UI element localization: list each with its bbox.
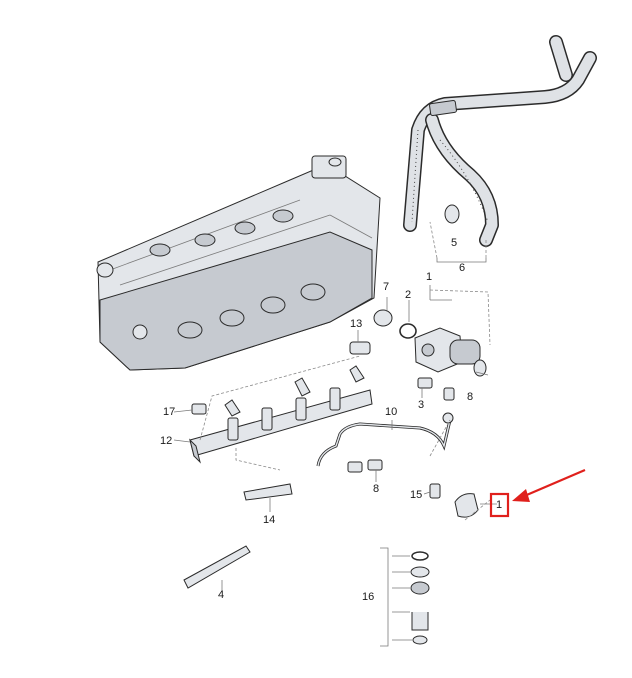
nut-8 — [367, 459, 383, 471]
leader-lines — [173, 221, 497, 521]
tappet-seal-kit — [380, 547, 430, 647]
o-ring-2 — [399, 323, 417, 339]
highlight-annotation — [489, 468, 586, 518]
sensor-13 — [349, 341, 371, 355]
callout-8-rail: 8 — [373, 483, 379, 495]
bolt-8-pump — [443, 387, 455, 401]
callout-8-pump: 8 — [467, 391, 473, 403]
callout-13: 13 — [350, 318, 362, 330]
callout-3: 3 — [418, 399, 424, 411]
bolt-15 — [429, 483, 441, 499]
bushing-7 — [373, 309, 393, 327]
callout-16: 16 — [362, 591, 374, 603]
pressure-sensor-14 — [243, 483, 293, 501]
callout-5: 5 — [451, 237, 457, 249]
small-parts — [191, 309, 479, 518]
callout-6: 6 — [459, 262, 465, 274]
bolt-17 — [191, 403, 207, 415]
callout-15: 15 — [410, 489, 422, 501]
callout-12: 12 — [160, 435, 172, 447]
tool-strip — [183, 545, 251, 592]
callout-7: 7 — [383, 281, 389, 293]
callout-14: 14 — [263, 514, 275, 526]
bolt-3 — [417, 377, 433, 389]
high-pressure-pump — [414, 327, 489, 377]
callout-1-bottom: 1 — [496, 499, 502, 511]
cylinder-head — [96, 155, 381, 371]
fuel-rail — [189, 355, 373, 471]
callout-17: 17 — [163, 406, 175, 418]
callout-10: 10 — [385, 406, 397, 418]
callout-labels: 1 2 3 4 5 6 7 8 8 10 12 13 14 15 16 17 1 — [160, 237, 502, 603]
highlight-arrow-line — [521, 468, 586, 499]
highlight-arrow-head — [512, 489, 530, 502]
highlight-box — [489, 492, 510, 518]
pump-part-1 — [454, 493, 479, 518]
callout-4: 4 — [218, 589, 224, 601]
fuel-hose-assembly — [403, 35, 597, 247]
callout-1-top: 1 — [426, 271, 432, 283]
fuel-line — [316, 412, 454, 467]
callout-2: 2 — [405, 289, 411, 301]
bolt-8-line — [347, 461, 363, 473]
